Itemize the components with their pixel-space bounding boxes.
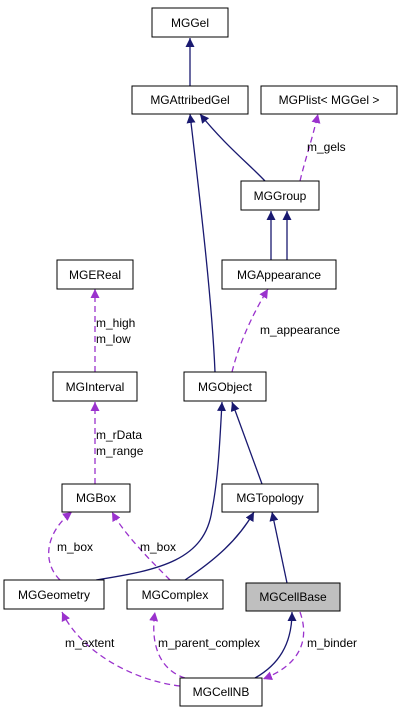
node-mgcellnb-label: MGCellNB (193, 685, 250, 699)
node-mgappearance[interactable]: MGAppearance (221, 259, 337, 290)
node-mggroup[interactable]: MGGroup (240, 180, 320, 211)
node-mgbox[interactable]: MGBox (61, 483, 131, 513)
node-mgcellbase-label: MGCellBase (259, 590, 327, 604)
node-mggroup-label: MGGroup (254, 189, 307, 203)
label-m-binder: m_binder (307, 636, 357, 650)
edge-labels: m_gels m_high m_low m_appearance m_rData… (57, 140, 357, 650)
edge-complex-to-topology (184, 511, 255, 581)
node-mggeometry-label: MGGeometry (18, 588, 90, 602)
edge-topology-to-object (230, 401, 263, 485)
node-mgcellnb[interactable]: MGCellNB (179, 677, 263, 707)
node-mgplist[interactable]: MGPlist< MGGel > (260, 85, 398, 115)
edge-object-to-attribedgel (186, 113, 216, 373)
node-mgobject-label: MGObject (198, 380, 253, 394)
label-m-appearance: m_appearance (260, 323, 340, 337)
edge-cellnb-to-cellbase (254, 611, 297, 679)
edge-group-to-attribedgel (199, 113, 266, 182)
label-m-rdata: m_rData (96, 428, 142, 442)
node-mggel[interactable]: MGGel (151, 7, 229, 38)
label-m-box-left: m_box (57, 540, 93, 554)
label-m-extent: m_extent (65, 636, 115, 650)
node-mgattribedgel-label: MGAttribedGel (150, 93, 229, 107)
node-mgappearance-label: MGAppearance (237, 268, 321, 282)
node-mgtopology[interactable]: MGTopology (221, 483, 319, 513)
node-mginterval-label: MGInterval (66, 380, 125, 394)
node-mgbox-label: MGBox (76, 491, 116, 505)
label-m-parent-complex: m_parent_complex (158, 636, 260, 650)
edge-appearance-to-object (231, 288, 269, 373)
edge-geometry-to-object (95, 401, 227, 581)
label-m-range: m_range (96, 444, 144, 458)
edge-cellbase-to-topology (269, 511, 288, 584)
node-mgobject[interactable]: MGObject (183, 371, 267, 402)
label-m-high: m_high (96, 316, 135, 330)
edges (48, 38, 321, 687)
label-m-box-right: m_box (140, 540, 176, 554)
node-mgplist-label: MGPlist< MGGel > (279, 93, 380, 107)
edge-cellbase-to-cellnb (262, 611, 305, 681)
label-m-low: m_low (96, 332, 131, 346)
node-mgcomplex[interactable]: MGComplex (126, 579, 224, 610)
node-mginterval[interactable]: MGInterval (52, 371, 138, 402)
edge-geometry-to-cellnb (61, 611, 181, 687)
node-mggeometry[interactable]: MGGeometry (3, 579, 105, 610)
node-mgereal[interactable]: MGEReal (56, 259, 134, 290)
node-mgattribedgel[interactable]: MGAttribedGel (131, 85, 249, 115)
node-mggel-label: MGGel (171, 16, 209, 30)
node-mgcellbase[interactable]: MGCellBase (245, 582, 341, 612)
edge-box-to-complex (111, 511, 171, 581)
label-m-gels: m_gels (307, 140, 346, 154)
node-mgtopology-label: MGTopology (236, 491, 303, 505)
node-mgereal-label: MGEReal (69, 268, 121, 282)
edge-gels-to-plist (299, 113, 321, 182)
node-mgcomplex-label: MGComplex (142, 588, 209, 602)
